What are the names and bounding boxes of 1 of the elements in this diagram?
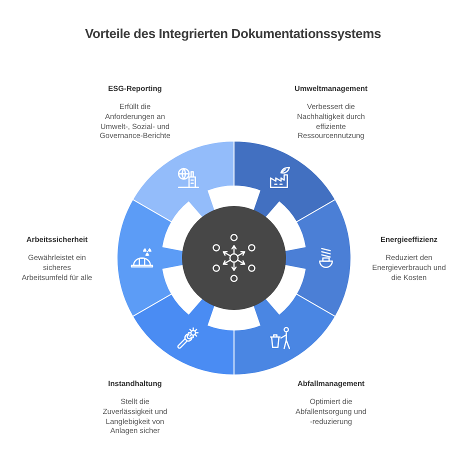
diagram-title: Vorteile des Integrierten Dokumentationssystems xyxy=(85,26,381,41)
